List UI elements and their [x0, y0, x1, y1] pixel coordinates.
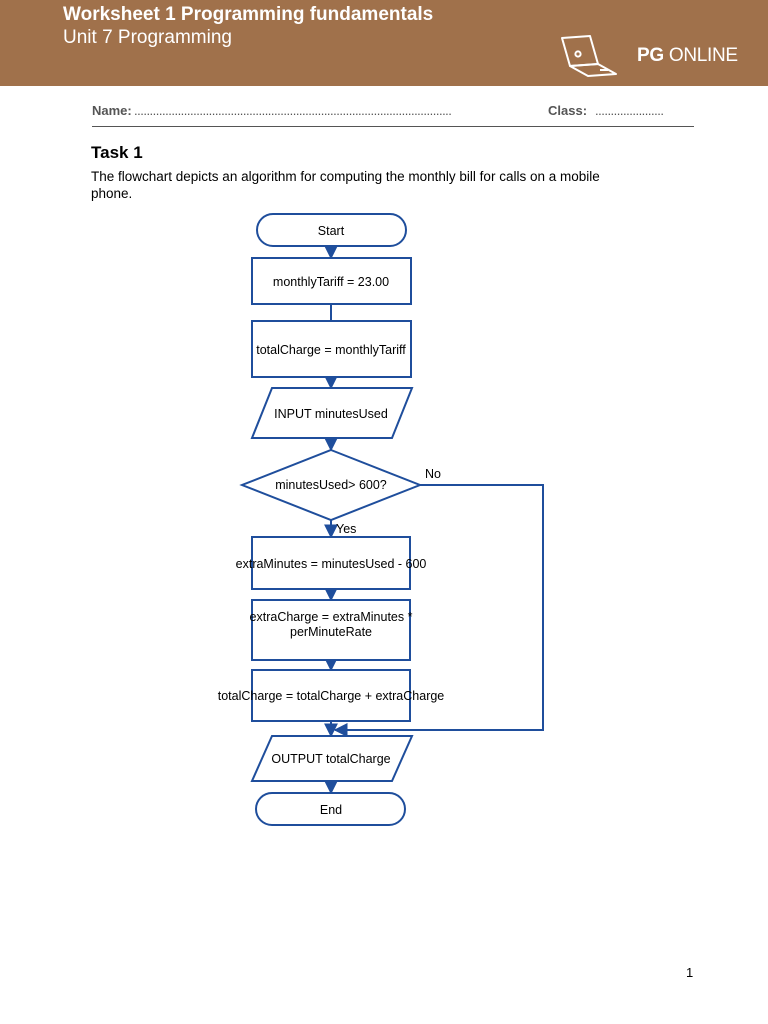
output-parallelogram: [250, 735, 414, 782]
extra-charge-box: [251, 599, 411, 661]
output-label: OUTPUT totalCharge: [271, 752, 390, 766]
class-field[interactable]: ......................: [595, 103, 664, 118]
unit-subtitle: Unit 7 Programming: [63, 27, 232, 48]
connector-decision-no: [333, 484, 544, 737]
logo-text: PG ONLINE: [637, 45, 738, 66]
yes-label: Yes: [336, 522, 356, 536]
decision-diamond: [239, 448, 423, 522]
extra-minutes-label: extraMinutes = minutesUsed - 600: [236, 557, 427, 571]
no-label: No: [425, 467, 441, 481]
total-label: totalCharge = monthlyTariff: [256, 343, 406, 357]
extra-charge-label-2: perMinuteRate: [290, 625, 372, 639]
tariff-process-box: [251, 257, 412, 305]
start-label: Start: [318, 224, 345, 238]
decision-label: minutesUsed> 600?: [275, 478, 387, 492]
task-title: Task 1: [91, 143, 143, 162]
task-description: The flowchart depicts an algorithm for c…: [91, 169, 600, 201]
tariff-label: monthlyTariff = 23.00: [273, 275, 389, 289]
page-number: 1: [686, 965, 694, 980]
update-total-box: [251, 669, 411, 722]
name-class-row: Name: ..................................…: [92, 102, 694, 127]
page-header: Worksheet 1 Programming fundamentals Uni…: [0, 0, 768, 86]
name-label: Name:: [92, 103, 132, 118]
input-label: INPUT minutesUsed: [274, 407, 388, 421]
extra-minutes-box: [251, 536, 411, 590]
class-label: Class:: [548, 103, 588, 118]
pg-online-logo: PG ONLINE: [556, 34, 756, 78]
end-label: End: [320, 803, 342, 817]
update-total-label: totalCharge = totalCharge + extraCharge: [218, 689, 445, 703]
input-parallelogram: [250, 387, 414, 439]
extra-charge-label-1: extraCharge = extraMinutes *: [250, 610, 413, 624]
worksheet-title: Worksheet 1 Programming fundamentals: [63, 4, 434, 25]
name-field[interactable]: ........................................…: [134, 103, 452, 118]
start-terminator: [256, 213, 407, 247]
total-process-box: [251, 320, 412, 378]
laptop-icon: [561, 35, 617, 77]
end-terminator: [255, 792, 406, 826]
